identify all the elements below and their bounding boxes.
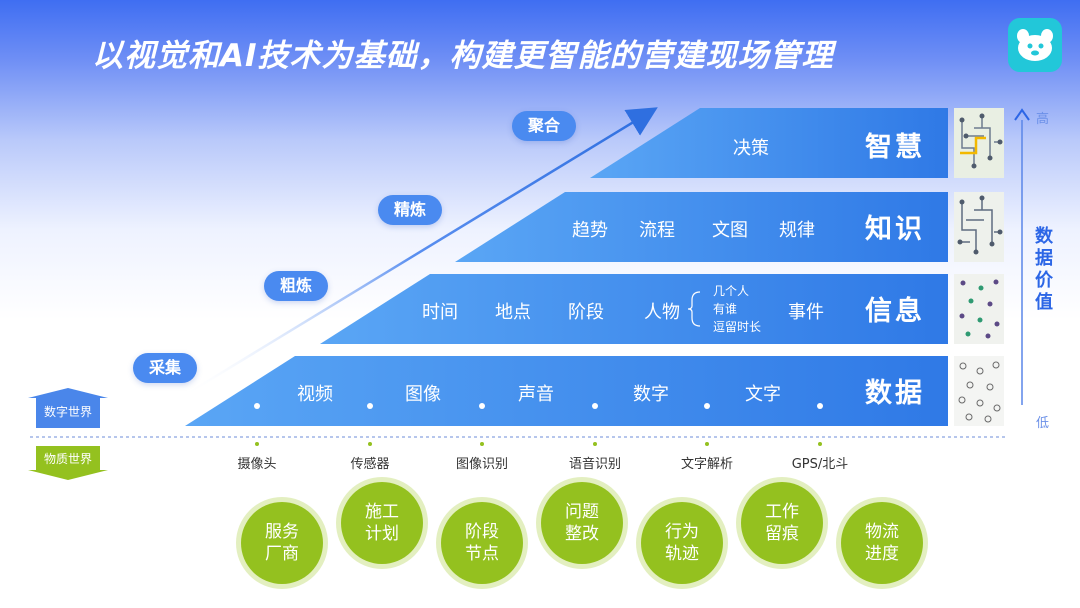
scenario-circle: 行为轨迹 [641,502,723,584]
sensor-label: 文字解析 [680,457,734,472]
scenario-text: 物流 [865,522,899,542]
knowledge-item: 趋势 [572,220,608,241]
stage-collect: 采集 [133,353,197,383]
value-axis-char: 数 [1035,226,1053,247]
data-item: 声音 [518,384,554,405]
information-item: 时间 [422,302,458,323]
scenario-circle: 物流进度 [841,502,923,584]
scenario-text: 留痕 [765,524,799,544]
scenario-text: 问题 [565,502,599,522]
scenario-text: 计划 [365,524,399,544]
connector-dots [254,403,823,446]
scenario-text: 工作 [765,502,799,522]
person-detail: 几个人 [713,284,750,298]
information-layer-title: 信息 [865,296,925,327]
knowledge-item: 流程 [639,220,675,241]
scenario-text: 服务 [265,522,299,542]
scenario-circle: 工作留痕 [741,482,823,564]
page-title: 以视觉和AI技术为基础，构建更智能的营建现场管理 [92,38,834,74]
information-item: 事件 [788,302,824,323]
stage-aggregate: 聚合 [512,111,576,141]
data-item: 数字 [633,384,669,405]
scenario-circle: 施工计划 [341,482,423,564]
scenario-circle: 阶段节点 [441,502,523,584]
scenario-text: 阶段 [465,522,499,542]
growth-arrow [179,107,658,400]
layer-wisdom [590,108,948,178]
value-axis-char: 值 [1035,292,1053,313]
information-item: 人物 [644,302,680,323]
digital-world-label: 数字世界 [43,405,92,419]
value-axis-label: 数 据 价 值 [1033,226,1055,314]
scenario-text: 施工 [365,502,399,522]
logo-icon [1008,18,1062,72]
wisdom-item: 决策 [733,138,769,159]
knowledge-item: 规律 [779,220,815,241]
circuit-icon [954,108,1004,178]
sensor-label: 图像识别 [455,457,509,472]
person-bracket [687,291,701,327]
stage-fine-refine: 精炼 [378,195,442,225]
information-item: 阶段 [568,302,604,323]
dots-icon [954,356,1004,426]
person-detail: 有谁 [713,302,738,316]
value-low-label: 低 [1036,416,1050,431]
layer-data [185,356,948,426]
layer-information [320,274,948,344]
wisdom-layer-title: 智慧 [865,132,925,163]
circuit-icon [954,192,1004,262]
scenario-circle: 服务厂商 [241,502,323,584]
layer-knowledge [455,192,948,262]
data-item: 图像 [405,384,441,405]
stage-rough-refine: 粗炼 [264,271,328,301]
arrow-up-icon [1014,108,1030,121]
sensor-label: 传感器 [350,457,390,472]
scenario-text: 厂商 [265,544,299,564]
scenario-text: 进度 [865,544,899,564]
value-axis-char: 价 [1035,270,1053,291]
data-item: 视频 [297,384,333,405]
knowledge-layer-title: 知识 [865,214,925,245]
person-detail: 逗留时长 [713,320,762,334]
value-axis-char: 据 [1035,248,1053,269]
knowledge-item: 文图 [712,220,748,241]
scenario-text: 轨迹 [665,544,699,564]
sensor-label: 摄像头 [237,457,277,472]
sensor-label: 语音识别 [568,457,622,472]
data-item: 文字 [745,384,781,405]
scenario-circle: 问题整改 [541,482,623,564]
sensor-label: GPS/北斗 [791,457,849,472]
physical-world-arrow [28,446,108,480]
dots-icon [954,274,1004,344]
scenario-text: 整改 [565,524,599,544]
scenario-text: 行为 [665,522,699,542]
value-high-label: 高 [1036,112,1050,127]
data-layer-title: 数据 [865,378,925,409]
scenario-text: 节点 [465,544,499,564]
information-item: 地点 [495,302,531,323]
physical-world-label: 物质世界 [43,452,92,466]
digital-world-arrow [28,388,108,428]
